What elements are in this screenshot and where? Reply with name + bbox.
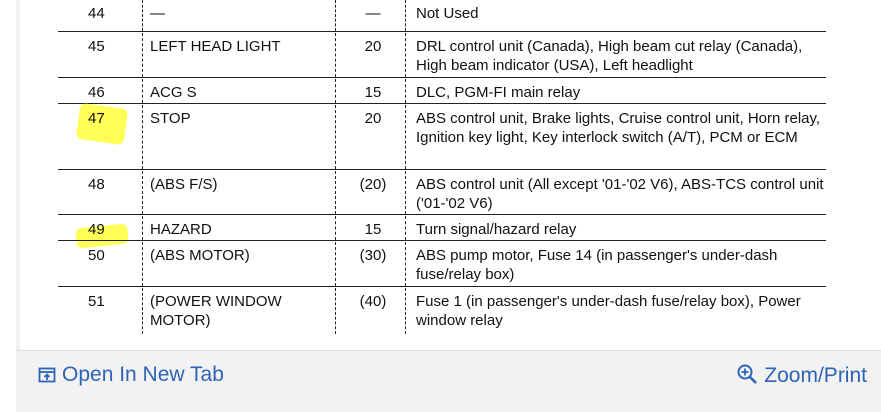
- table-row: 49 HAZARD 15 Turn signal/hazard relay: [58, 216, 826, 241]
- amperage: 15: [364, 221, 382, 238]
- amperage: 20: [364, 110, 382, 127]
- column-divider: [335, 33, 336, 77]
- circuit-description: Not Used: [416, 5, 479, 22]
- circuit-description: ABS control unit (All except '01-'02 V6)…: [416, 176, 824, 212]
- column-divider: [142, 0, 143, 31]
- open-in-new-tab-link[interactable]: Open In New Tab: [38, 363, 224, 387]
- table-row: 51 (POWER WINDOW MOTOR) (40) Fuse 1 (in …: [58, 288, 826, 334]
- circuit-description: Turn signal/hazard relay: [416, 221, 577, 238]
- column-divider: [335, 242, 336, 286]
- circuit-name: (POWER WINDOW MOTOR): [150, 293, 282, 329]
- circuit-description: DLC, PGM-FI main relay: [416, 84, 581, 101]
- fuse-number: 49: [88, 221, 105, 238]
- circuit-description: Fuse 1 (in passenger's under-dash fuse/r…: [416, 293, 801, 329]
- fuse-number: 48: [88, 176, 105, 193]
- column-divider: [405, 242, 406, 286]
- zoom-print-link[interactable]: Zoom/Print: [736, 363, 867, 388]
- column-divider: [142, 79, 143, 103]
- circuit-description: ABS pump motor, Fuse 14 (in passenger's …: [416, 247, 778, 283]
- column-divider: [142, 171, 143, 214]
- column-divider: [405, 79, 406, 103]
- circuit-name: (ABS F/S): [150, 176, 218, 193]
- column-divider: [142, 216, 143, 240]
- column-divider: [335, 105, 336, 169]
- amperage: 20: [364, 38, 382, 55]
- column-divider: [142, 105, 143, 169]
- zoom-print-label: Zoom/Print: [764, 364, 867, 387]
- fuse-number: 45: [88, 38, 105, 55]
- amperage: 15: [364, 84, 382, 101]
- amperage: (40): [359, 293, 387, 310]
- open-in-new-tab-label: Open In New Tab: [62, 363, 224, 386]
- column-divider: [405, 33, 406, 77]
- column-divider: [335, 79, 336, 103]
- magnifier-plus-icon: [737, 364, 758, 384]
- amperage: —: [365, 5, 381, 22]
- open-in-new-tab-icon: [38, 367, 56, 383]
- table-row: 47 STOP 20 ABS control unit, Brake light…: [58, 105, 826, 170]
- fuse-number: 50: [88, 247, 105, 264]
- column-divider: [405, 171, 406, 214]
- column-divider: [405, 105, 406, 169]
- amperage: (30): [359, 247, 387, 264]
- column-divider: [405, 288, 406, 334]
- circuit-name: ACG S: [150, 84, 197, 101]
- column-divider: [335, 0, 336, 31]
- fuse-number: 44: [88, 5, 105, 22]
- column-divider: [335, 171, 336, 214]
- table-row: 50 (ABS MOTOR) (30) ABS pump motor, Fuse…: [58, 242, 826, 287]
- fuse-number: 51: [88, 293, 105, 310]
- circuit-name: HAZARD: [150, 221, 212, 238]
- table-row: 44 — — Not Used: [58, 0, 826, 32]
- fuse-number: 47: [88, 110, 105, 127]
- circuit-name: —: [150, 5, 165, 22]
- column-divider: [335, 216, 336, 240]
- column-divider: [142, 242, 143, 286]
- circuit-name: STOP: [150, 110, 191, 127]
- fuse-table-image: 44 — — Not Used 45 LEFT HEAD LIGHT 20 DR…: [20, 0, 881, 350]
- amperage: (20): [359, 176, 387, 193]
- circuit-name: LEFT HEAD LIGHT: [150, 38, 281, 55]
- circuit-name: (ABS MOTOR): [150, 247, 250, 264]
- table-row: 46 ACG S 15 DLC, PGM-FI main relay: [58, 79, 826, 104]
- table-row: 48 (ABS F/S) (20) ABS control unit (All …: [58, 171, 826, 215]
- fuse-number: 46: [88, 84, 105, 101]
- column-divider: [335, 288, 336, 334]
- column-divider: [142, 288, 143, 334]
- column-divider: [405, 0, 406, 31]
- image-toolbar: Open In New Tab Zoom/Print: [16, 350, 881, 412]
- table-row: 45 LEFT HEAD LIGHT 20 DRL control unit (…: [58, 33, 826, 78]
- circuit-description: ABS control unit, Brake lights, Cruise c…: [416, 110, 821, 146]
- column-divider: [405, 216, 406, 240]
- circuit-description: DRL control unit (Canada), High beam cut…: [416, 38, 803, 74]
- column-divider: [142, 33, 143, 77]
